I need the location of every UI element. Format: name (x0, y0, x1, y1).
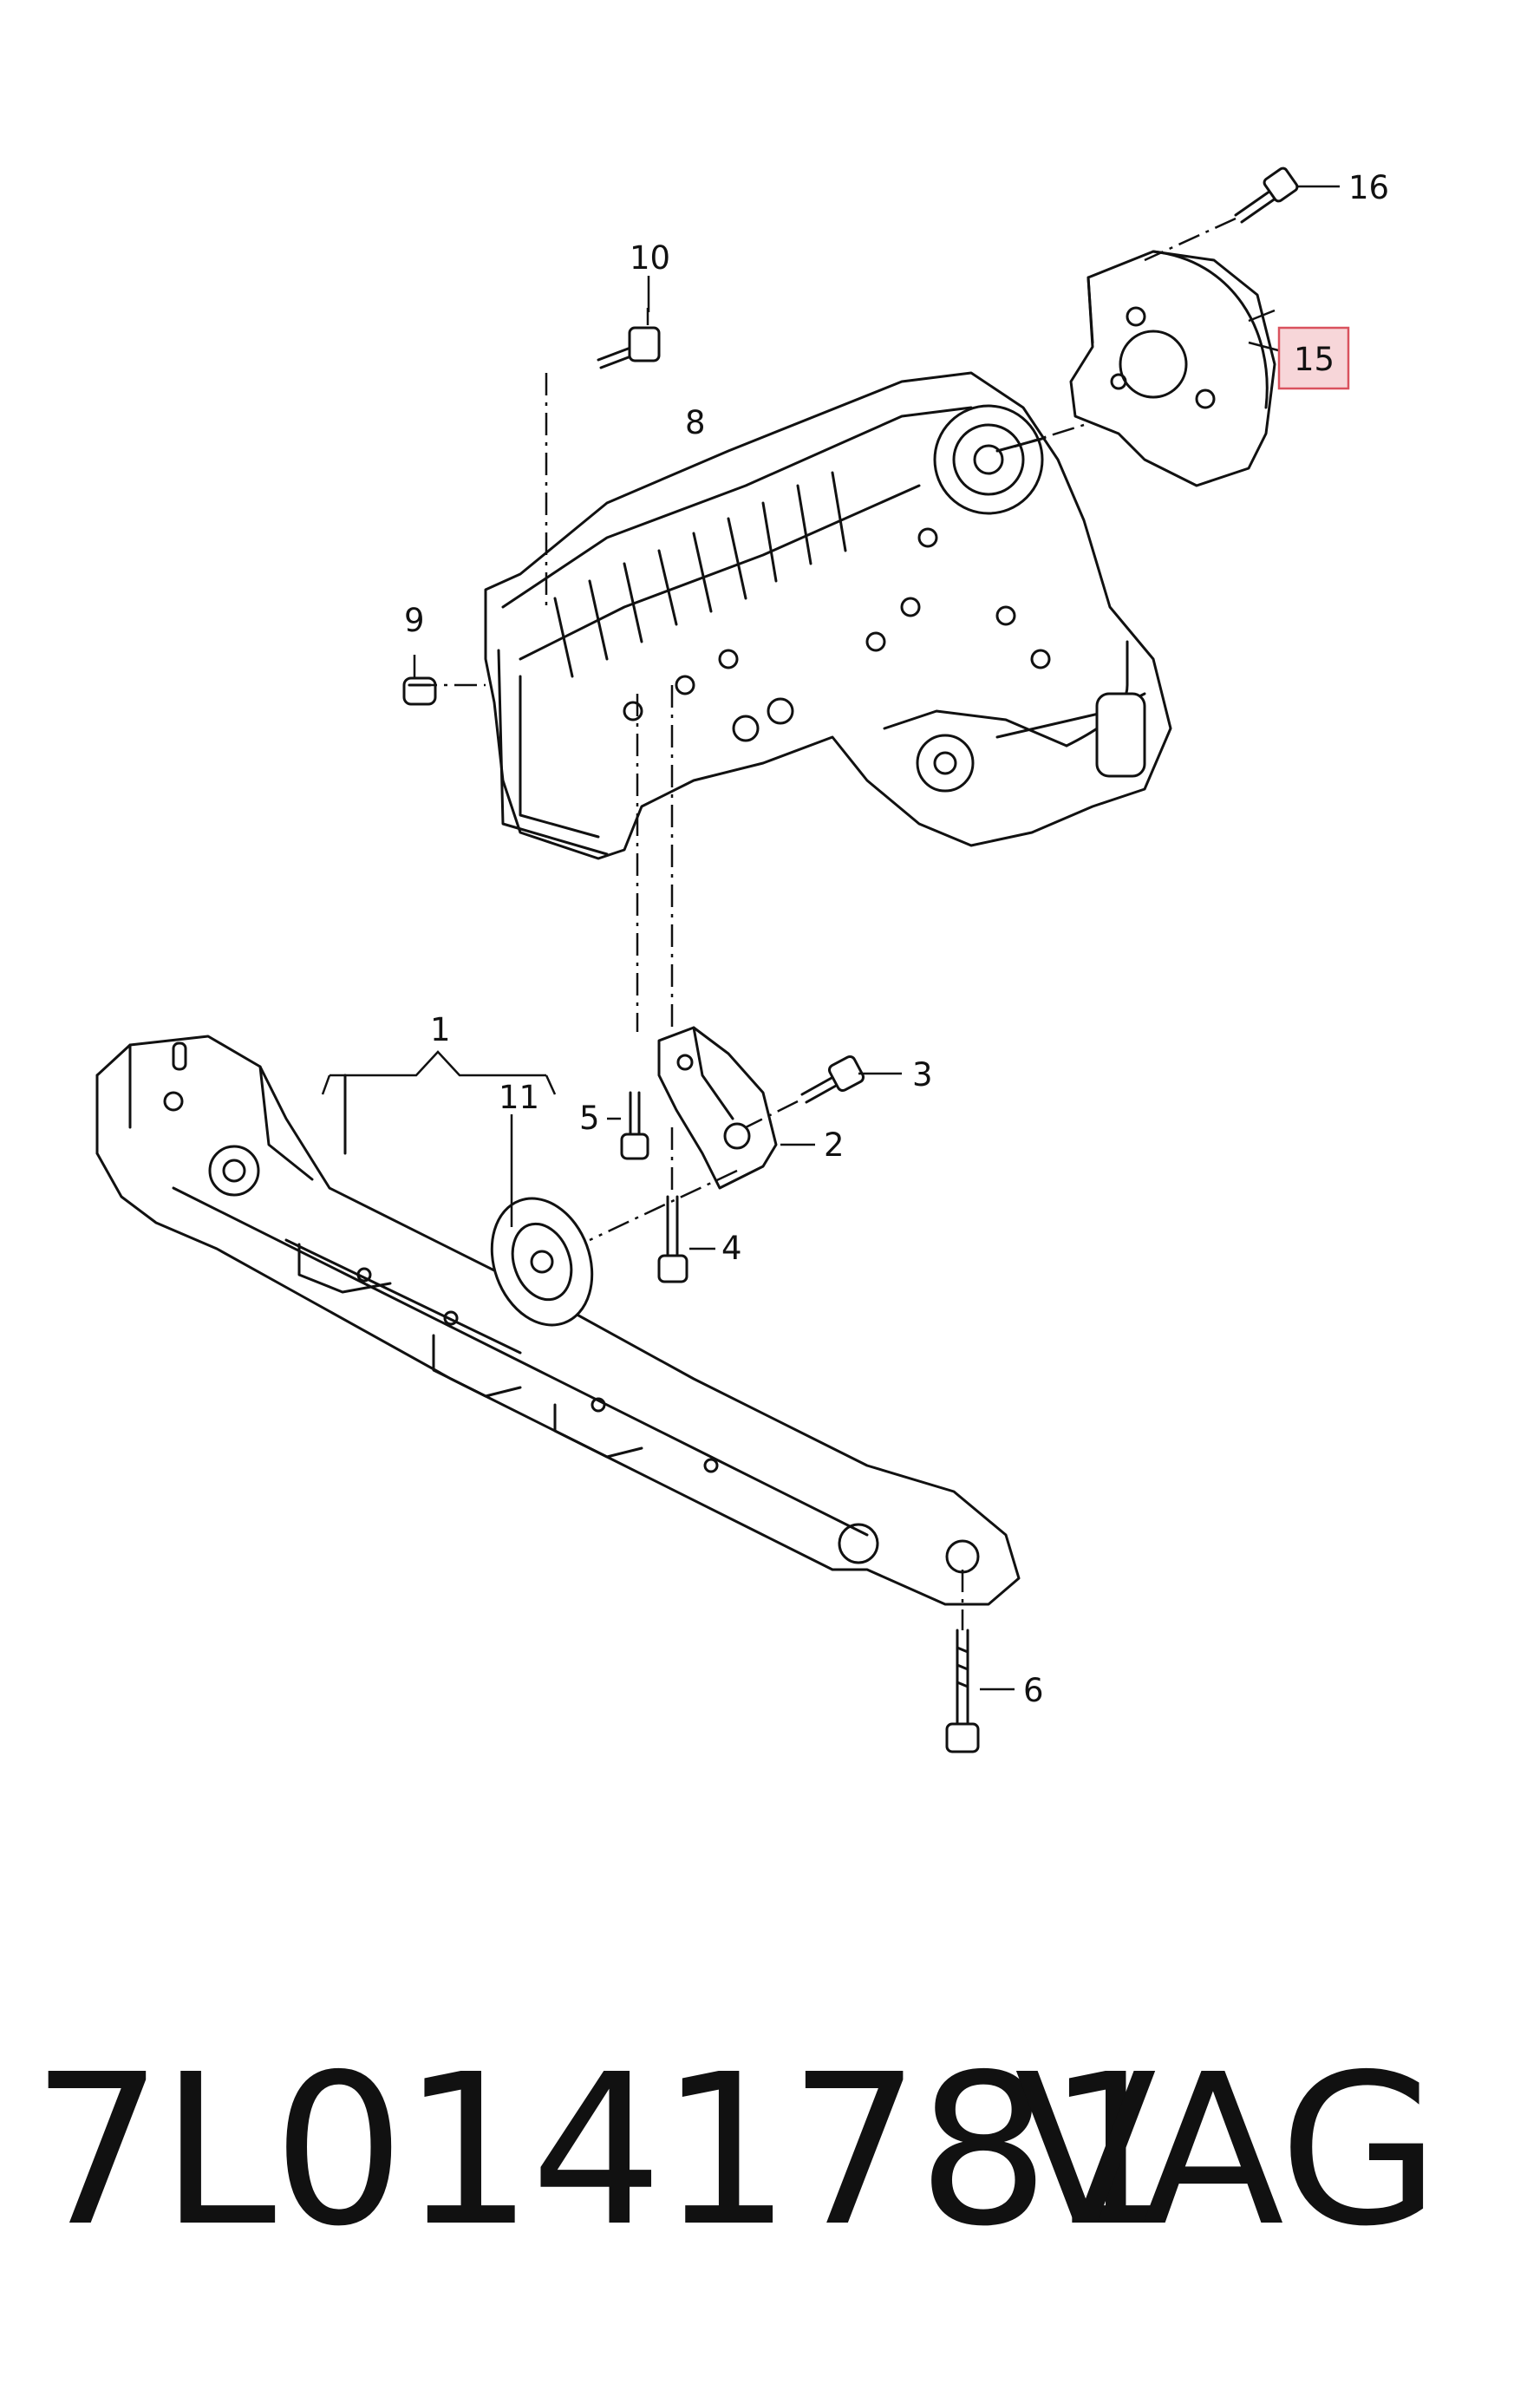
brand-name: VAG (1015, 2029, 1440, 2272)
transfer-case-housing (484, 371, 1172, 860)
callout-9[interactable]: 9 (404, 602, 425, 639)
callout-1[interactable]: 1 (430, 1011, 451, 1048)
highlight-box-15 (1277, 326, 1350, 390)
mounting-bracket-part-2 (657, 1026, 778, 1190)
callout-labels: 16 15 10 8 9 1 11 3 5 2 4 6 (404, 169, 1389, 1709)
bolt-part-5 (620, 1091, 649, 1160)
bolt-part-4 (657, 1195, 688, 1283)
callout-10[interactable]: 10 (630, 239, 670, 277)
bolt-part-16 (1234, 166, 1299, 224)
callout-3[interactable]: 3 (912, 1056, 933, 1094)
callout-6[interactable]: 6 (1023, 1672, 1044, 1709)
callout-11[interactable]: 11 (499, 1079, 539, 1116)
assembly-guide-lines (414, 217, 1237, 1630)
nut-part-9 (402, 676, 437, 706)
bolt-part-10 (597, 326, 661, 369)
bolt-part-6 (945, 1629, 980, 1753)
callout-5[interactable]: 5 (579, 1100, 600, 1137)
output-cover-part-15 (1069, 250, 1276, 487)
callout-4[interactable]: 4 (721, 1230, 742, 1267)
bolt-part-3 (800, 1054, 865, 1104)
leader-lines (321, 185, 1340, 1691)
part-number: 7L0141781 (31, 2029, 1178, 2272)
callout-8[interactable]: 8 (685, 404, 706, 441)
callout-16[interactable]: 16 (1348, 169, 1389, 206)
callout-2[interactable]: 2 (824, 1126, 845, 1164)
callout-15[interactable]: 15 (1294, 341, 1334, 378)
rubber-mount-part-11 (490, 1197, 594, 1327)
